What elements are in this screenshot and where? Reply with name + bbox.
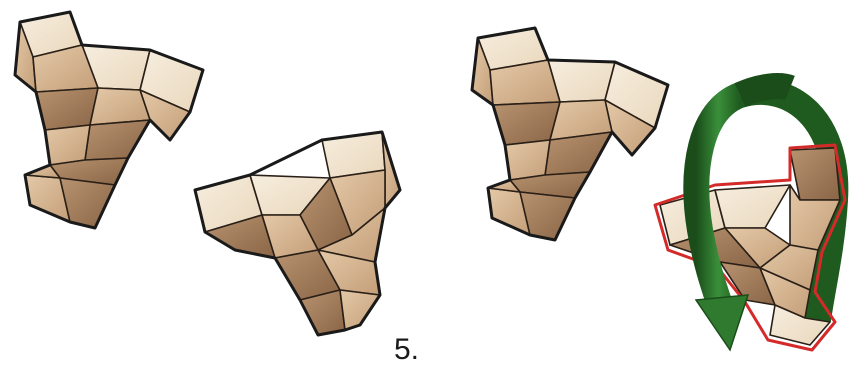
model-view-3 (472, 28, 668, 240)
step-number-label: 5. (394, 333, 419, 367)
rotation-arrow-icon (696, 295, 748, 350)
model-view-1 (15, 12, 203, 228)
model-view-4 (655, 86, 845, 350)
model-view-2 (195, 132, 400, 335)
